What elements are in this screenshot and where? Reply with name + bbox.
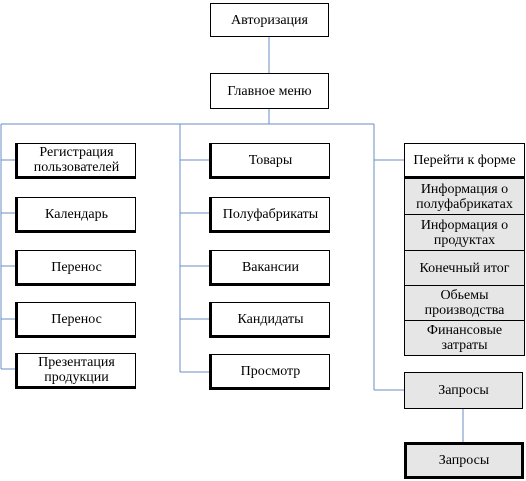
right-label-financial-costs: Финансовые затраты [426,323,503,353]
middle-box-goods: Товары [209,143,330,179]
left-box-transfer-1: Перенос [15,250,136,286]
middle-box-view: Просмотр [209,354,330,390]
middle-label-view: Просмотр [240,363,301,379]
middle-box-vacancies: Вакансии [209,250,330,286]
queries-label-2: Запросы [438,453,490,468]
main-menu-label: Главное меню [227,83,312,99]
auth-box: Авторизация [210,3,329,37]
right-panel-item-final-total: Конечный итог [405,250,524,285]
middle-label-candidates: Кандидаты [237,311,304,327]
middle-box-candidates: Кандидаты [209,302,330,338]
left-label-transfer-1: Перенос [51,259,102,275]
left-label-presentation: Презентация продукции [38,355,115,385]
left-box-registration: Регистрация пользователей [15,143,136,179]
middle-label-semi-finished: Полуфабрикаты [222,206,319,222]
left-label-transfer-2: Перенос [51,311,102,327]
middle-label-goods: Товары [248,152,293,168]
right-panel-header: Перейти к форме [405,144,524,178]
left-box-presentation: Презентация продукции [15,353,136,389]
main-menu-box: Главное меню [210,73,329,109]
right-panel-item-products-info: Информация о продуктах [405,214,524,250]
right-label-products-info: Информация о продуктах [420,217,509,248]
right-label-semi-finished-info: Информация о полуфабрикатах [416,181,513,212]
queries-box-2: Запросы [404,442,524,479]
left-label-calendar: Календарь [45,206,108,222]
middle-box-semi-finished: Полуфабрикаты [209,197,330,233]
right-panel: Перейти к форме Информация о полуфабрика… [404,143,525,356]
left-label-registration: Регистрация пользователей [33,145,120,175]
right-panel-header-label: Перейти к форме [413,152,516,168]
left-box-transfer-2: Перенос [15,302,136,338]
auth-label: Авторизация [231,12,308,28]
middle-label-vacancies: Вакансии [241,259,300,275]
right-panel-item-production-volume: Обьемы производства [405,285,524,320]
right-label-production-volume: Обьемы производства [424,288,505,318]
queries-box-1: Запросы [404,372,523,409]
right-panel-item-semi-finished-info: Информация о полуфабрикатах [405,178,524,214]
queries-label-1: Запросы [438,383,489,398]
left-box-calendar: Календарь [15,197,136,233]
right-label-final-total: Конечный итог [419,260,510,276]
right-panel-item-financial-costs: Финансовые затраты [405,320,524,355]
